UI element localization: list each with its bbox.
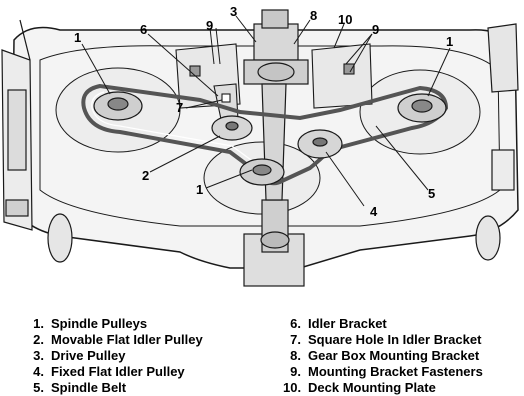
legend-item: 2. Movable Flat Idler Pulley xyxy=(26,332,203,348)
legend-item: 7. Square Hole In Idler Bracket xyxy=(283,332,483,348)
legend-item-number: 8. xyxy=(290,348,301,363)
movable-flat-idler-pulley xyxy=(211,115,253,141)
callout-4: 4 xyxy=(370,204,378,219)
right-side-panel xyxy=(475,23,519,261)
legend-item: 3. Drive Pulley xyxy=(26,348,203,364)
callout-10: 10 xyxy=(338,12,352,27)
mower-deck-diagram: 1 1 1 2 3 4 5 6 7 8 9 9 10 xyxy=(1,4,519,287)
callout-1-bottom: 1 xyxy=(196,182,203,197)
legend-item-number: 4. xyxy=(33,364,44,379)
fixed-flat-idler-pulley xyxy=(297,129,343,159)
left-side-panel xyxy=(1,19,73,263)
legend-column-right: 6. Idler Bracket 7. Square Hole In Idler B… xyxy=(283,316,483,396)
callout-1-top-right: 1 xyxy=(446,34,453,49)
spindle-pulley-left xyxy=(93,91,143,121)
front-drive-shaft-housing xyxy=(243,199,305,287)
legend-item: 4. Fixed Flat Idler Pulley xyxy=(26,364,203,380)
legend-item-label: Idler Bracket xyxy=(308,316,387,331)
legend-item-label: Fixed Flat Idler Pulley xyxy=(51,364,185,379)
spindle-belt-inner xyxy=(91,91,263,169)
legend-item-number: 9. xyxy=(290,364,301,379)
spindle-pulley-right xyxy=(397,93,447,123)
callout-5: 5 xyxy=(428,186,435,201)
legend-item-label: Deck Mounting Plate xyxy=(308,380,436,395)
callout-2: 2 xyxy=(142,168,149,183)
legend-item-label: Movable Flat Idler Pulley xyxy=(51,332,203,347)
legend-item-label: Spindle Belt xyxy=(51,380,127,395)
legend-item: 10. Deck Mounting Plate xyxy=(283,380,483,396)
spindle-belt xyxy=(81,83,449,186)
legend-item: 5. Spindle Belt xyxy=(26,380,203,396)
legend-item-number: 3. xyxy=(33,348,44,363)
legend-item: 9. Mounting Bracket Fasteners xyxy=(283,364,483,380)
callout-1-top-left: 1 xyxy=(74,30,81,45)
callout-6: 6 xyxy=(140,22,147,37)
spindle-pulley-center xyxy=(239,158,285,186)
callout-9-right: 9 xyxy=(372,22,379,37)
legend-item-number: 2. xyxy=(33,332,44,347)
legend-item-label: Drive Pulley xyxy=(51,348,126,363)
legend-item-number: 5. xyxy=(33,380,44,395)
callout-7: 7 xyxy=(176,100,183,115)
legend-item-number: 10. xyxy=(283,380,302,395)
legend-column-left: 1. Spindle Pulleys 2. Movable Flat Idler P… xyxy=(26,316,203,396)
legend-item-number: 6. xyxy=(290,316,301,331)
callout-3: 3 xyxy=(230,4,237,19)
drive-pulley xyxy=(257,62,295,82)
callout-8: 8 xyxy=(310,8,317,23)
legend-item: 1. Spindle Pulleys xyxy=(26,316,203,332)
legend-item-label: Gear Box Mounting Bracket xyxy=(308,348,480,363)
legend-item: 6. Idler Bracket xyxy=(283,316,483,332)
legend-item-number: 7. xyxy=(290,332,301,347)
legend-item-label: Spindle Pulleys xyxy=(51,316,148,331)
legend-item-label: Mounting Bracket Fasteners xyxy=(308,364,483,379)
parts-legend: 1. Spindle Pulleys 2. Movable Flat Idler P… xyxy=(0,316,524,396)
legend-item: 8. Gear Box Mounting Bracket xyxy=(283,348,483,364)
callout-9-left: 9 xyxy=(206,18,213,33)
leader-lines xyxy=(81,15,451,207)
legend-item-number: 1. xyxy=(33,316,44,331)
legend-item-label: Square Hole In Idler Bracket xyxy=(308,332,482,347)
